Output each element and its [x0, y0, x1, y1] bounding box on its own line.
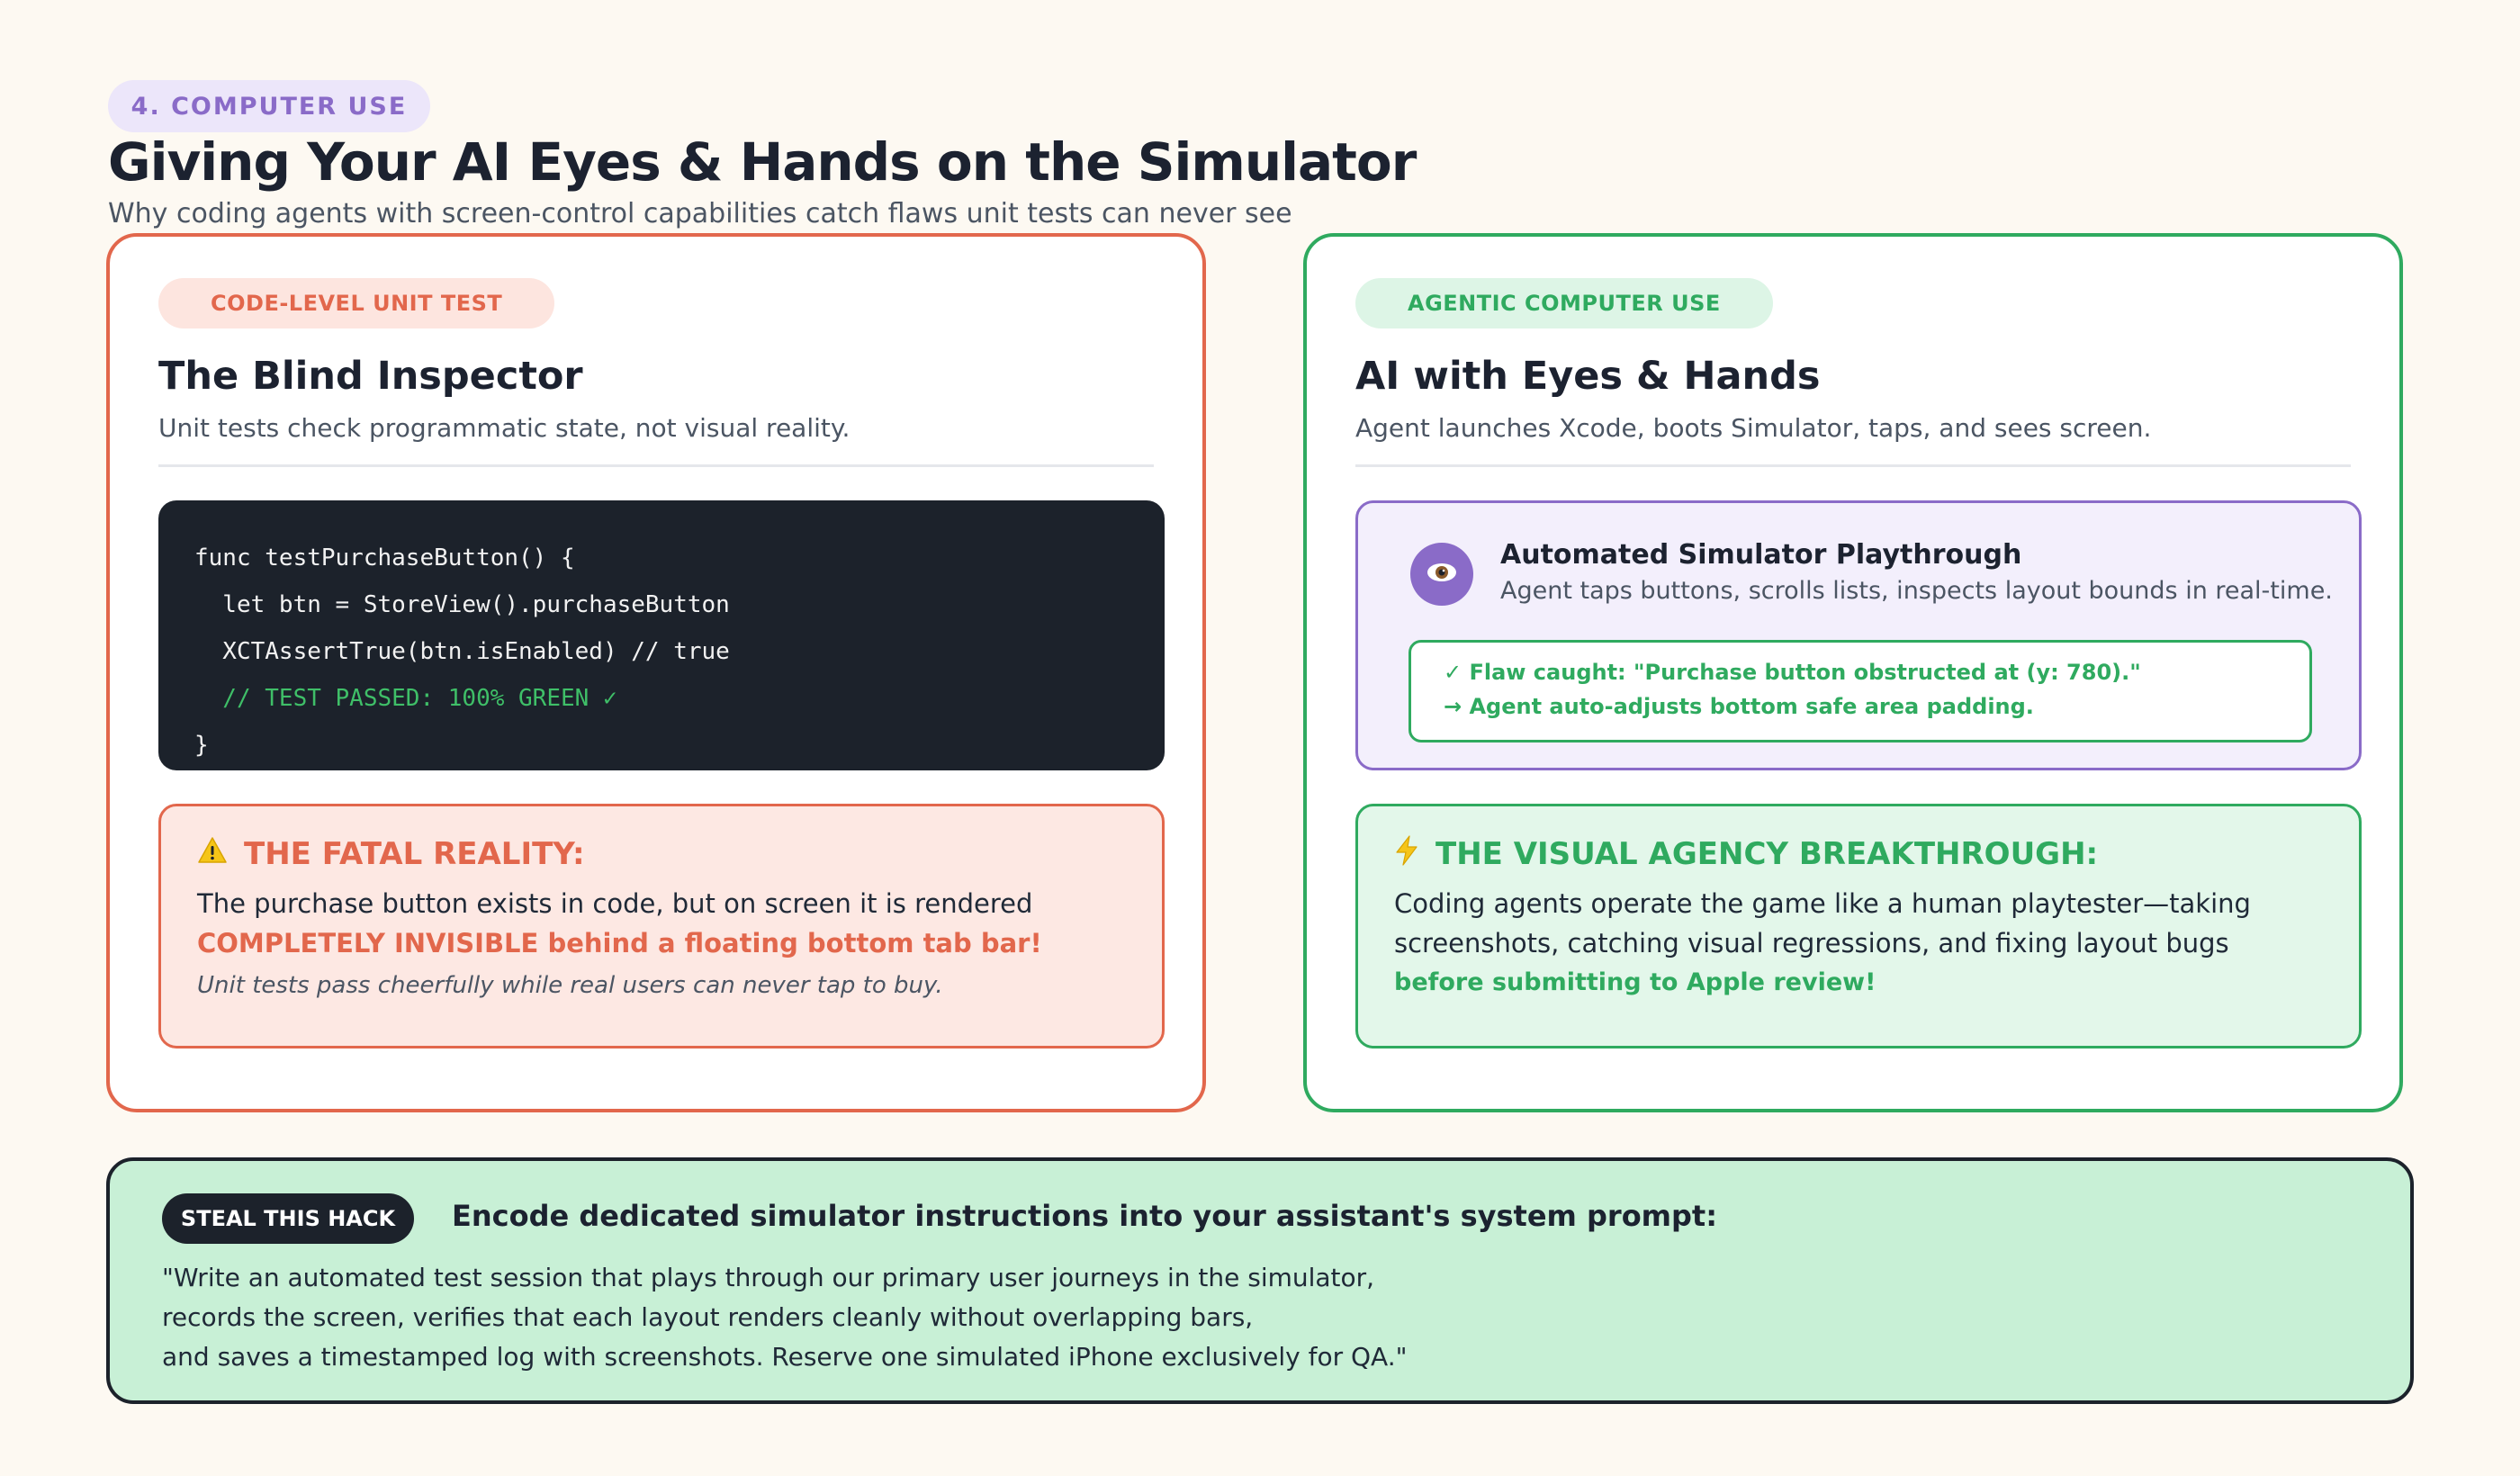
visual-agency-highlight: before submitting to Apple review! [1394, 968, 1876, 996]
visual-agency-line: Coding agents operate the game like a hu… [1394, 888, 2251, 919]
unit-test-subtitle: Unit tests check programmatic state, not… [158, 413, 850, 443]
section-label: 4. COMPUTER USE [108, 80, 430, 132]
steal-this-hack-tag: STEAL THIS HACK [162, 1193, 414, 1244]
code-line: } [194, 732, 209, 759]
code-block: func testPurchaseButton() { let btn = St… [158, 500, 1165, 770]
fatal-reality-note: Unit tests pass cheerfully while real us… [197, 972, 943, 999]
divider [158, 464, 1154, 467]
code-line: let btn = StoreView().purchaseButton [194, 591, 730, 618]
code-line: XCTAssertTrue(btn.isEnabled) // true [194, 638, 730, 665]
divider [1355, 464, 2351, 467]
warning-icon [197, 836, 228, 873]
fatal-reality-text: The purchase button exists in code, but … [197, 888, 1033, 919]
visual-agency-line: screenshots, catching visual regressions… [1394, 928, 2229, 958]
fatal-reality-heading: THE FATAL REALITY: [244, 836, 585, 872]
unit-test-tag: CODE-LEVEL UNIT TEST [158, 278, 555, 328]
lightning-icon [1394, 834, 1419, 874]
hack-quote-line: records the screen, verifies that each l… [162, 1302, 1254, 1332]
hack-quote-line: "Write an automated test session that pl… [162, 1263, 1375, 1292]
steal-this-hack-panel: STEAL THIS HACK Encode dedicated simulat… [106, 1157, 2414, 1404]
computer-use-subtitle: Agent launches Xcode, boots Simulator, t… [1355, 413, 2152, 443]
simulator-title: Automated Simulator Playthrough [1500, 539, 2022, 571]
flaw-caught-line: ✓ Flaw caught: "Purchase button obstruct… [1444, 660, 2141, 685]
agent-avatar [1410, 543, 1473, 606]
fatal-reality-highlight: COMPLETELY INVISIBLE behind a floating b… [197, 928, 1042, 958]
fatal-reality-alert: THE FATAL REALITY: The purchase button e… [158, 804, 1165, 1048]
visual-agency-heading: THE VISUAL AGENCY BREAKTHROUGH: [1436, 836, 2099, 872]
unit-test-title: The Blind Inspector [158, 354, 583, 399]
hack-title: Encode dedicated simulator instructions … [452, 1199, 1718, 1233]
page-title: Giving Your AI Eyes & Hands on the Simul… [108, 131, 1417, 193]
hack-quote-line: and saves a timestamped log with screens… [162, 1342, 1408, 1372]
hack-quote: "Write an automated test session that pl… [162, 1258, 1408, 1377]
unit-test-card: CODE-LEVEL UNIT TEST The Blind Inspector… [106, 233, 1206, 1112]
eye-icon [1426, 562, 1458, 587]
visual-agency-text: Coding agents operate the game like a hu… [1394, 884, 2323, 963]
visual-agency-heading-row: THE VISUAL AGENCY BREAKTHROUGH: [1394, 830, 2323, 878]
page-subtitle: Why coding agents with screen-control ca… [108, 198, 1292, 230]
simulator-playthrough-panel: Automated Simulator Playthrough Agent ta… [1355, 500, 2362, 770]
computer-use-card: AGENTIC COMPUTER USE AI with Eyes & Hand… [1303, 233, 2403, 1112]
code-comment-line: // TEST PASSED: 100% GREEN ✓ [194, 685, 617, 712]
simulator-subtitle: Agent taps buttons, scrolls lists, inspe… [1500, 577, 2333, 605]
flaw-caught-box: ✓ Flaw caught: "Purchase button obstruct… [1408, 640, 2312, 742]
computer-use-title: AI with Eyes & Hands [1355, 354, 1821, 399]
fatal-reality-heading-row: THE FATAL REALITY: [197, 830, 1126, 878]
auto-adjust-line: → Agent auto-adjusts bottom safe area pa… [1444, 694, 2034, 719]
computer-use-tag: AGENTIC COMPUTER USE [1355, 278, 1773, 328]
visual-agency-alert: THE VISUAL AGENCY BREAKTHROUGH: Coding a… [1355, 804, 2362, 1048]
code-line: func testPurchaseButton() { [194, 544, 575, 572]
